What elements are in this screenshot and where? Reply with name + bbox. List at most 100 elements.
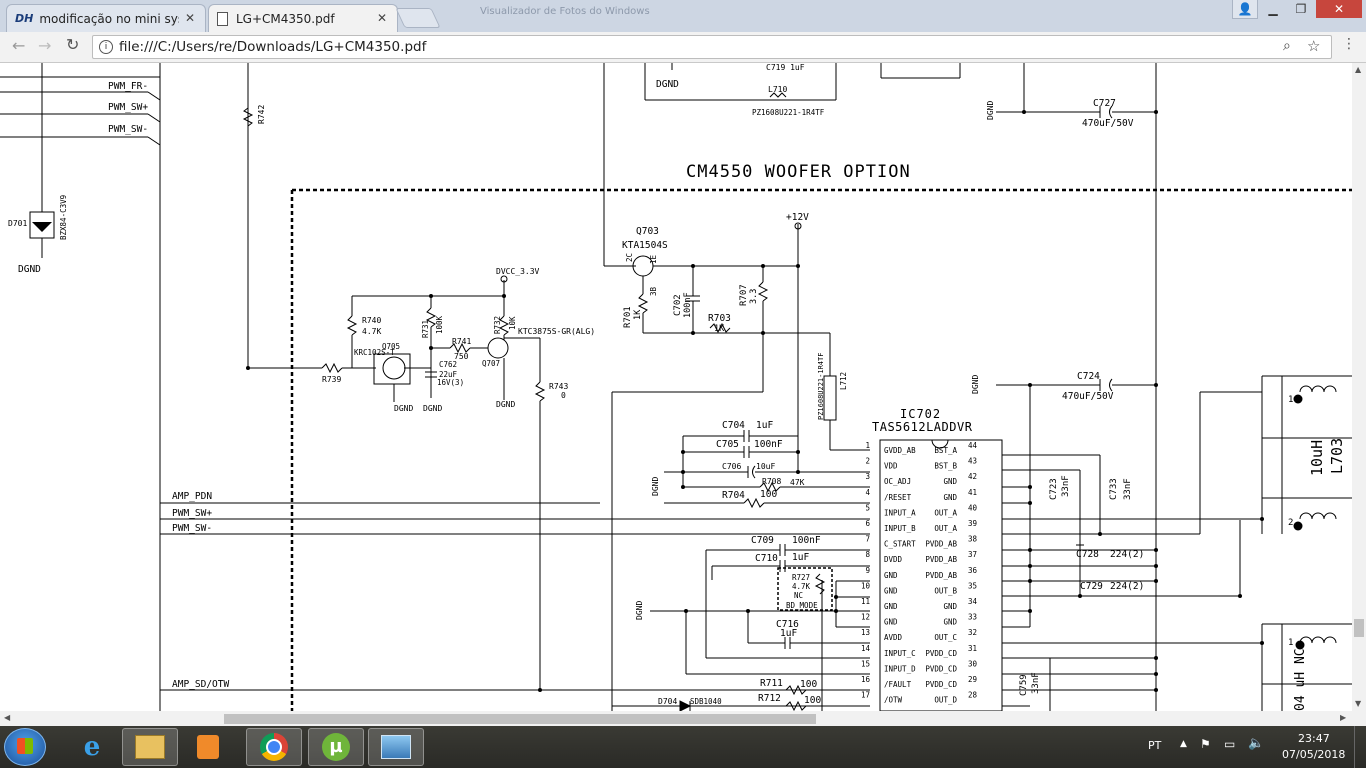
- address-bar[interactable]: i file:///C:/Users/re/Downloads/LG+CM435…: [92, 35, 1332, 59]
- ic-pin-name: GND: [884, 618, 898, 627]
- component-value: 3.3: [749, 289, 759, 304]
- ic-pin-name: OUT_B: [934, 586, 957, 595]
- ic-pin-number: 31: [968, 644, 977, 653]
- windows-explorer-icon[interactable]: [122, 728, 178, 766]
- component-value: 100: [760, 489, 777, 500]
- component-value: 33nF: [1123, 478, 1133, 500]
- ic-pin-number: 1: [865, 441, 870, 450]
- profile-icon[interactable]: 👤: [1232, 0, 1258, 19]
- pin-label: 2C: [625, 253, 634, 262]
- language-indicator[interactable]: PT: [1148, 739, 1162, 752]
- close-tab-icon[interactable]: ✕: [376, 11, 387, 25]
- ic-pin-number: 2: [865, 457, 870, 466]
- scroll-right-icon[interactable]: ▶: [1340, 713, 1347, 722]
- ic-pin-number: 14: [861, 644, 871, 653]
- ic-pin-number: 17: [861, 691, 870, 700]
- utorrent-icon[interactable]: µ: [308, 728, 364, 766]
- component-value: 100: [804, 695, 821, 706]
- ground-label: DGND: [651, 477, 660, 496]
- zoom-icon[interactable]: ⌕: [1283, 38, 1291, 54]
- media-player-icon[interactable]: [180, 728, 236, 766]
- component-ref: R743: [549, 382, 568, 391]
- component-partial: 04 uH NC: [1293, 648, 1308, 711]
- bookmark-star-icon[interactable]: ☆: [1307, 37, 1321, 55]
- scroll-thumb[interactable]: [1354, 619, 1364, 637]
- ic-pin-name: OUT_A: [934, 524, 957, 533]
- tab-modificacao[interactable]: DH modificação no mini syst ✕: [6, 4, 206, 32]
- component-value: 100nF: [792, 535, 821, 546]
- network-icon[interactable]: ▭: [1224, 737, 1236, 751]
- reload-icon[interactable]: ↻: [66, 35, 80, 54]
- chrome-icon[interactable]: [246, 728, 302, 766]
- component-part: KRC102S-T: [354, 348, 395, 357]
- minimize-icon[interactable]: ▁: [1268, 2, 1278, 16]
- component-ref: L712: [839, 372, 848, 390]
- vertical-scrollbar[interactable]: ▲ ▼: [1352, 63, 1366, 711]
- ic-pin-number: 10: [861, 581, 871, 590]
- scroll-up-icon[interactable]: ▲: [1355, 65, 1362, 74]
- ic-pin-number: 38: [968, 535, 978, 544]
- component-part: KTC3875S-GR(ALG): [518, 327, 595, 336]
- component-ref: R741: [452, 337, 471, 346]
- ic-pin-name: /FAULT: [884, 680, 912, 689]
- ic-part: TAS5612LADDVR: [872, 420, 973, 434]
- ground-label: DGND: [986, 101, 995, 120]
- ic-pin-number: 13: [861, 628, 870, 637]
- internet-explorer-icon[interactable]: e: [83, 732, 101, 762]
- clock-time[interactable]: 23:47: [1298, 732, 1330, 745]
- ic-pin-number: 3: [865, 472, 870, 481]
- new-tab-button[interactable]: [395, 8, 441, 28]
- info-icon[interactable]: i: [99, 40, 113, 54]
- component-ref: C719 1uF: [766, 63, 805, 72]
- ic-pin-number: 7: [865, 535, 870, 544]
- back-icon[interactable]: ←: [12, 36, 26, 55]
- close-tab-icon[interactable]: ✕: [184, 11, 195, 25]
- photo-viewer-icon[interactable]: [368, 728, 424, 766]
- ic-pin-number: 11: [861, 597, 870, 606]
- ic-pin-name: GND: [943, 477, 957, 486]
- component-value: 1uF: [780, 628, 797, 639]
- schematic-drawing: PWM_FR- PWM_SW+ PWM_SW- AMP_PDN PWM_SW+ …: [0, 63, 1352, 711]
- horizontal-scrollbar[interactable]: ◀ ▶: [0, 711, 1366, 726]
- tab-label: modificação no mini syst: [39, 11, 180, 26]
- forward-icon[interactable]: →: [38, 36, 52, 55]
- show-hidden-icons-icon[interactable]: ▲: [1180, 739, 1187, 749]
- show-desktop-button[interactable]: [1354, 726, 1366, 768]
- start-button[interactable]: [4, 728, 46, 766]
- action-center-icon[interactable]: ⚑: [1200, 737, 1211, 751]
- ic-pin-name: VDD: [884, 462, 898, 471]
- ic-pin-name: GND: [943, 493, 957, 502]
- scroll-down-icon[interactable]: ▼: [1355, 699, 1362, 708]
- scroll-left-icon[interactable]: ◀: [4, 713, 11, 722]
- component-ref: C705: [716, 439, 739, 450]
- component-ref: C733: [1109, 478, 1119, 500]
- component-ref: C702: [673, 294, 683, 316]
- component-ref: R739: [322, 375, 341, 384]
- component-value: 100nF: [683, 292, 693, 318]
- scroll-thumb[interactable]: [224, 714, 816, 724]
- ic-pins: 1GVDD_AB2VDD3OC_ADJ4/RESET5INPUT_A6INPUT…: [861, 441, 978, 705]
- component-ref: R731: [421, 320, 430, 338]
- component-value: 4.7K: [792, 582, 811, 591]
- component-value: 1K: [633, 309, 643, 320]
- ic-pin-number: 8: [865, 550, 870, 559]
- ground-label: DGND: [423, 404, 442, 413]
- ic-pin-name: PVDD_CD: [925, 664, 957, 673]
- component-ref: Q707: [482, 359, 500, 368]
- component-ref: D701: [8, 219, 27, 228]
- volume-icon[interactable]: 🔈: [1248, 736, 1265, 751]
- tab-pdf[interactable]: LG+CM4350.pdf ✕: [208, 4, 398, 32]
- component-ref: C704: [722, 420, 745, 431]
- ic-pin-number: 36: [968, 566, 978, 575]
- clock-date[interactable]: 07/05/2018: [1282, 748, 1346, 761]
- pdf-viewer[interactable]: PWM_FR- PWM_SW+ PWM_SW- AMP_PDN PWM_SW+ …: [0, 63, 1352, 711]
- close-window-icon[interactable]: ✕: [1316, 0, 1362, 18]
- restore-icon[interactable]: ❐: [1295, 2, 1307, 16]
- ic-pin-number: 28: [968, 691, 978, 700]
- component-value: 1K: [714, 324, 725, 334]
- ic-pin-name: PVDD_AB: [925, 540, 957, 549]
- net-label: PWM_FR-: [108, 81, 148, 92]
- component-part: SDB1040: [690, 697, 722, 706]
- menu-icon[interactable]: ⋮: [1342, 36, 1356, 52]
- ic-pin-name: /OTW: [884, 696, 903, 705]
